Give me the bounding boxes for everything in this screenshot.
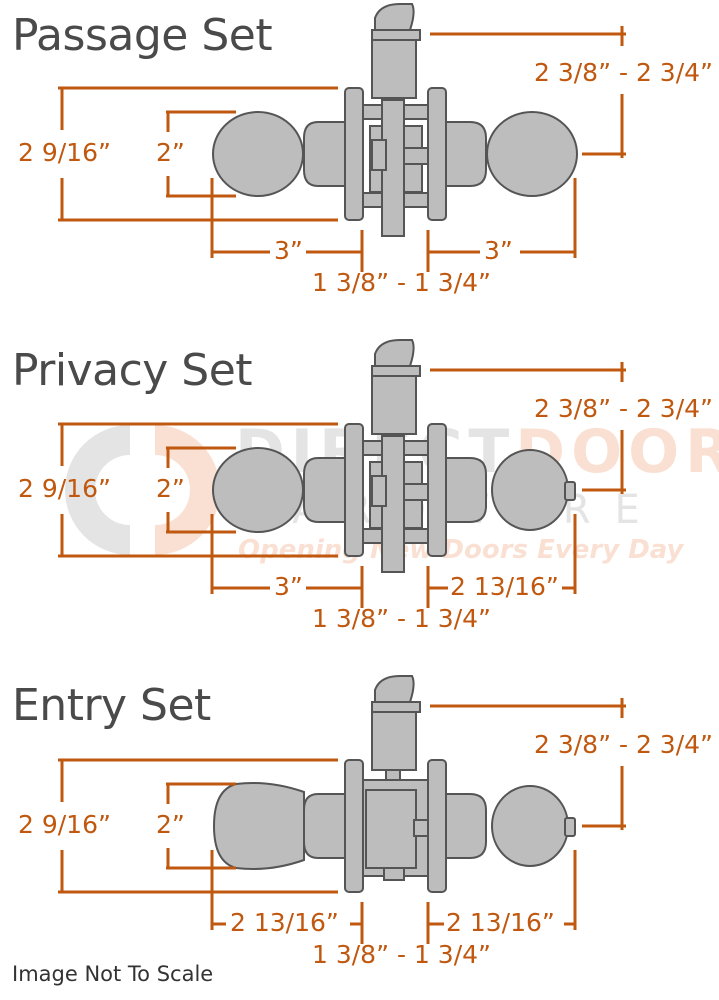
passage-door-thickness-label: 1 3/8” - 1 3/4” bbox=[312, 268, 491, 297]
not-to-scale-note: Image Not To Scale bbox=[12, 962, 214, 986]
entry-left-projection-label: 2 13/16” bbox=[230, 908, 339, 937]
privacy-dimension-lines bbox=[58, 362, 626, 608]
privacy-set-title: Privacy Set bbox=[12, 345, 253, 396]
entry-height-inner-label: 2” bbox=[156, 810, 185, 839]
entry-right-projection-label: 2 13/16” bbox=[446, 908, 555, 937]
privacy-set-drawing bbox=[212, 339, 576, 573]
privacy-backset-label: 2 3/8” - 2 3/4” bbox=[534, 394, 713, 423]
entry-door-thickness-label: 1 3/8” - 1 3/4” bbox=[312, 940, 491, 969]
entry-backset-label: 2 3/8” - 2 3/4” bbox=[534, 730, 713, 759]
passage-backset-label: 2 3/8” - 2 3/4” bbox=[534, 58, 713, 87]
privacy-right-projection-label: 2 13/16” bbox=[450, 572, 559, 601]
privacy-height-outer-label: 2 9/16” bbox=[18, 474, 111, 503]
entry-set-drawing bbox=[212, 675, 576, 893]
privacy-left-projection-label: 3” bbox=[274, 572, 303, 601]
entry-set-title: Entry Set bbox=[12, 680, 211, 731]
passage-height-inner-label: 2” bbox=[156, 138, 185, 167]
passage-right-projection-label: 3” bbox=[484, 236, 513, 265]
passage-set-drawing bbox=[212, 3, 578, 237]
passage-set-title: Passage Set bbox=[12, 10, 273, 61]
privacy-height-inner-label: 2” bbox=[156, 474, 185, 503]
entry-dimension-lines bbox=[58, 698, 626, 944]
entry-height-outer-label: 2 9/16” bbox=[18, 810, 111, 839]
passage-height-outer-label: 2 9/16” bbox=[18, 138, 111, 167]
passage-left-projection-label: 3” bbox=[274, 236, 303, 265]
privacy-door-thickness-label: 1 3/8” - 1 3/4” bbox=[312, 604, 491, 633]
passage-dimension-lines bbox=[58, 26, 626, 272]
